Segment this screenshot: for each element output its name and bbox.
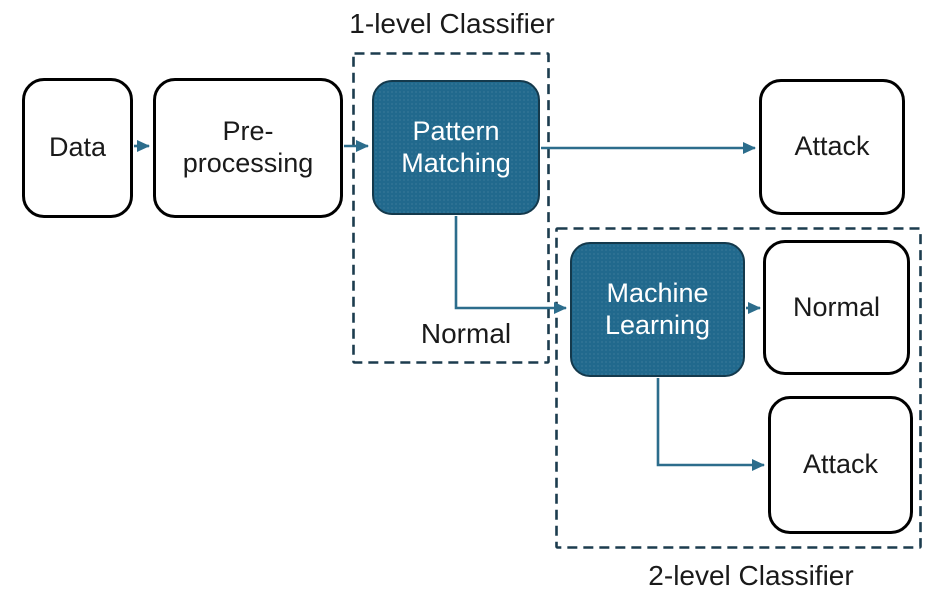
node-attack-bottom: Attack	[768, 396, 913, 534]
node-attack-top: Attack	[759, 79, 905, 215]
node-preprocessing: Pre- processing	[153, 78, 343, 218]
level2-group-outline	[555, 227, 922, 549]
level1-group-title: 1-level Classifier	[349, 8, 555, 39]
arrow-machine-learning-to-attack	[656, 378, 765, 471]
level1-group-outline	[352, 52, 550, 364]
edge-label-normal: Normal	[420, 318, 512, 349]
node-pattern-matching: Pattern Matching	[372, 80, 540, 215]
node-machine-learning: Machine Learning	[570, 242, 745, 377]
arrow-pattern-matching-to-machine-learning	[454, 216, 567, 314]
node-normal: Normal	[763, 240, 910, 375]
node-data: Data	[22, 78, 133, 218]
level2-group-title: 2-level Classifier	[648, 560, 854, 591]
